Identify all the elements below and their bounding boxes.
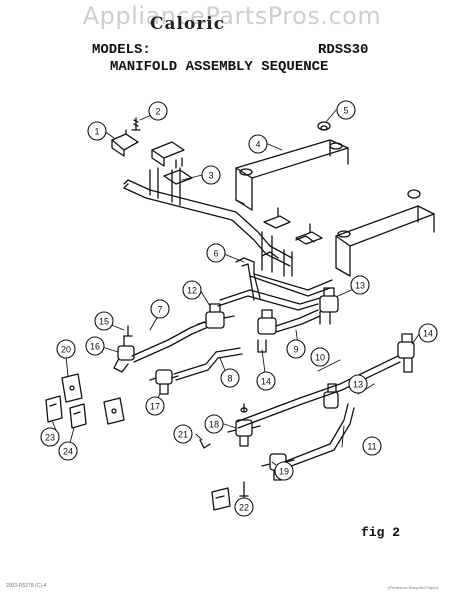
footer-stamp-right: (Printed on Recycled Paper)	[388, 585, 439, 590]
figure-label: fig 2	[361, 525, 401, 540]
valve-13-upper	[319, 287, 339, 325]
callout-number: 13	[355, 281, 365, 291]
callout-circle	[56, 339, 76, 359]
screw-22	[239, 481, 249, 497]
footer-stamp-left: 2003-R5278-(C)-4	[6, 583, 47, 589]
callout-number: 22	[239, 503, 249, 513]
burner-bracket-left	[151, 141, 193, 185]
callout-circle	[87, 121, 107, 141]
valve-13-lower	[323, 383, 339, 409]
callout-number: 23	[45, 433, 55, 443]
callout-number: 15	[99, 317, 109, 327]
watermark: AppliancePartsPros.com	[82, 2, 382, 30]
callout-number: 9	[293, 345, 298, 355]
callout-circle	[286, 339, 306, 359]
callout-circle	[336, 100, 356, 120]
callout-number: 7	[157, 305, 162, 315]
callout-number: 5	[343, 106, 348, 116]
diagram-title: MANIFOLD ASSEMBLY SEQUENCE	[110, 59, 329, 75]
callout-circle	[58, 441, 78, 461]
valve-12-mid	[257, 309, 277, 353]
grommet-5	[317, 121, 331, 131]
screw-18-small	[240, 403, 248, 413]
rail-4	[235, 139, 349, 211]
callout-circle	[348, 374, 368, 394]
manifold-pipe-6	[217, 257, 333, 311]
callout-circle	[362, 436, 382, 456]
callout-circle	[274, 461, 294, 481]
bracket-23	[45, 395, 63, 423]
callout-number: 8	[227, 374, 232, 384]
callout-number: 14	[423, 329, 433, 339]
screw-2	[131, 117, 141, 131]
callout-circle	[94, 311, 114, 331]
screw-15	[123, 325, 133, 337]
plate-20	[61, 373, 83, 403]
callout-circle	[418, 323, 438, 343]
valve-12-left	[197, 303, 235, 329]
callout-number: 13	[353, 380, 363, 390]
callout-number: 17	[150, 402, 160, 412]
callout-circle	[234, 497, 254, 517]
clip-21	[199, 439, 211, 449]
callout-circle	[248, 134, 268, 154]
plate-right	[103, 397, 125, 425]
callout-number: 3	[208, 171, 213, 181]
callout-number: 4	[255, 140, 260, 150]
callout-number: 16	[90, 342, 100, 352]
valve-16	[113, 335, 135, 373]
bracket-24	[69, 403, 87, 429]
callout-number: 2	[155, 107, 160, 117]
callout-circle	[173, 424, 193, 444]
callout-circle	[350, 275, 370, 295]
callout-number: 10	[315, 353, 325, 363]
callout-circle	[182, 280, 202, 300]
callout-circle	[148, 101, 168, 121]
tube-9	[275, 309, 321, 333]
valve-14-right	[397, 333, 415, 373]
callout-number: 18	[209, 420, 219, 430]
callout-number: 11	[367, 442, 376, 452]
callout-circle	[256, 371, 276, 391]
callout-circle	[85, 336, 105, 356]
manifold-pipe-3	[123, 167, 293, 277]
callout-number: 20	[61, 345, 71, 355]
callout-circle	[150, 299, 170, 319]
callout-number: 19	[279, 467, 289, 477]
bracket-22	[211, 487, 231, 511]
callout-number: 6	[213, 249, 218, 259]
brand-name: Caloric	[150, 14, 226, 34]
valve-17	[149, 369, 179, 395]
rail-lower	[261, 189, 435, 277]
callout-number: 14	[261, 377, 271, 387]
models-value: RDSS30	[318, 42, 369, 58]
callout-circle	[40, 427, 60, 447]
tube-7	[131, 321, 207, 363]
callout-circle	[310, 347, 330, 367]
callout-number: 24	[63, 447, 73, 457]
tube-11	[283, 403, 355, 469]
callout-circle	[201, 165, 221, 185]
callout-circle	[204, 414, 224, 434]
callout-circle	[206, 243, 226, 263]
callout-number: 1	[94, 127, 99, 137]
valve-18	[227, 419, 261, 447]
callout-circle	[145, 396, 165, 416]
bracket-1	[111, 129, 139, 157]
tube-10	[235, 355, 401, 429]
tube-8	[173, 347, 243, 381]
models-label: MODELS:	[92, 42, 151, 58]
burner-brackets-mid	[263, 207, 323, 245]
callout-circle	[220, 368, 240, 388]
callout-number: 12	[187, 286, 197, 296]
callout-number: 21	[178, 430, 188, 440]
